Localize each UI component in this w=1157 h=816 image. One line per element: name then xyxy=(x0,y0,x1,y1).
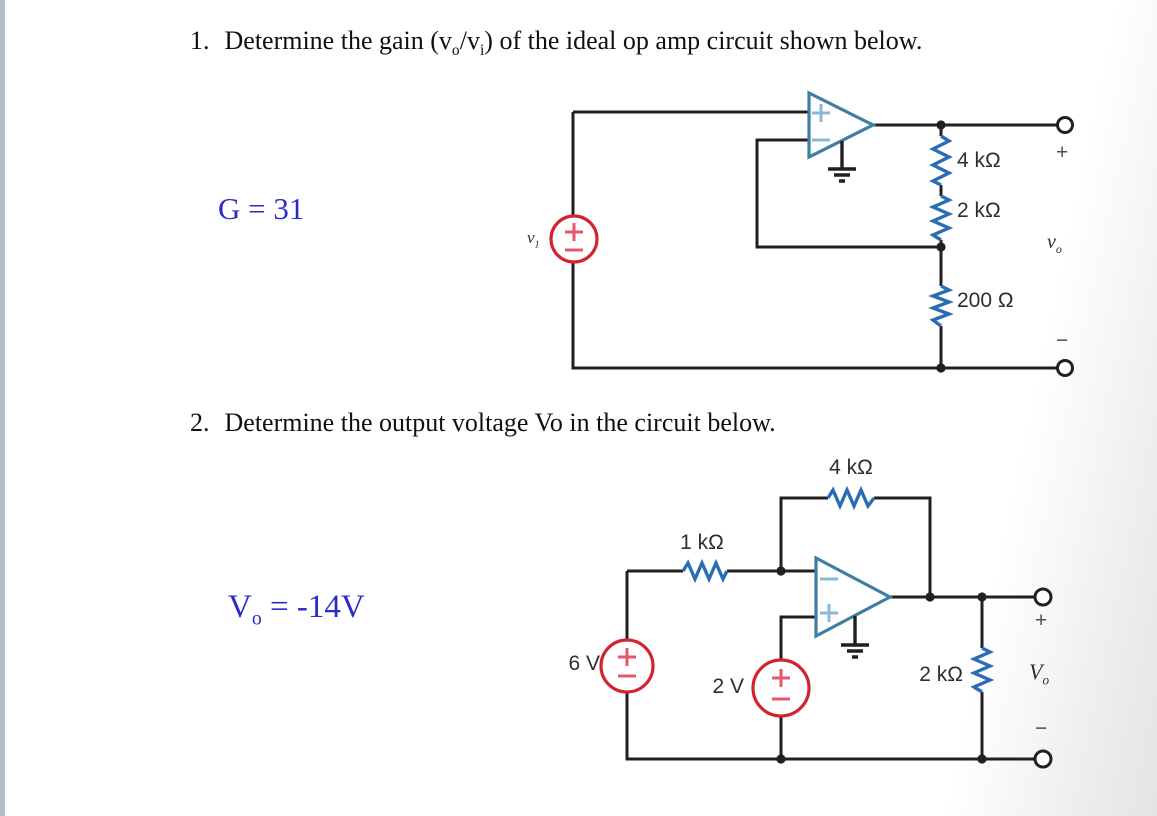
resistor-1k-input xyxy=(681,558,729,584)
node-dot xyxy=(776,566,786,576)
resistor-2k-load xyxy=(969,646,995,694)
source-v1-label: v1 xyxy=(527,228,540,251)
vout-label-1: vo xyxy=(1047,231,1062,256)
node-dot xyxy=(977,754,987,764)
question-1-sub-o: o xyxy=(451,42,460,60)
node-dot xyxy=(977,592,987,602)
circuit-1-wires xyxy=(571,110,1057,370)
question-2: 2. Determine the output voltage Vo in the… xyxy=(190,408,776,438)
resistor-4k-label-2: 4 kΩ xyxy=(829,456,873,479)
ground-2-icon xyxy=(841,616,869,659)
ground-1-icon xyxy=(828,141,856,183)
output-minus-sign-2: − xyxy=(1035,717,1048,740)
output-plus-sign-2: + xyxy=(1035,609,1048,632)
resistor-1k-label: 1 kΩ xyxy=(680,531,724,554)
vout-label-2: Vo xyxy=(1029,659,1050,688)
answer-vo: Vo = -14V xyxy=(228,589,365,630)
resistor-4k-label-1: 4 kΩ xyxy=(957,149,1001,172)
resistor-2k-vertical xyxy=(928,194,954,242)
question-1-sub-i: i xyxy=(479,42,485,60)
output-terminal-top-2 xyxy=(1033,587,1053,607)
output-plus-sign-1: + xyxy=(1056,141,1069,164)
node-dot xyxy=(936,363,946,373)
answer-vo-sub: o xyxy=(251,607,262,630)
resistor-200-vertical xyxy=(928,284,954,328)
question-1-number: 1. xyxy=(190,26,210,55)
source-6v-label: 6 V xyxy=(568,652,600,675)
source-v1-plus-icon xyxy=(565,223,583,241)
node-dot xyxy=(936,242,946,252)
output-terminal-bottom-2 xyxy=(1033,749,1053,769)
circuit-2 xyxy=(599,485,1053,769)
source-2v-plus-icon xyxy=(772,669,790,687)
resistor-4k-vertical xyxy=(929,134,953,187)
source-2v-label: 2 V xyxy=(712,675,744,698)
answer-gain: G = 31 xyxy=(218,191,305,226)
opamp-2-triangle xyxy=(814,555,894,639)
question-1-text: Determine the gain (v xyxy=(224,26,452,55)
source-2v-circle xyxy=(751,658,811,718)
node-dot xyxy=(936,120,946,130)
circuit-1 xyxy=(549,90,1074,377)
opamp-2-plus-icon xyxy=(820,604,838,622)
page-left-edge xyxy=(0,0,5,816)
output-terminal-bottom-1 xyxy=(1056,359,1074,377)
question-2-text: Determine the output voltage Vo in the c… xyxy=(224,408,776,437)
resistor-200-label: 200 Ω xyxy=(957,289,1014,312)
output-terminal-top-1 xyxy=(1056,116,1074,134)
node-dot xyxy=(776,754,786,764)
node-dot xyxy=(925,592,935,602)
opamp-1-plus-icon xyxy=(812,104,830,122)
resistor-2k-label-1: 2 kΩ xyxy=(957,199,1001,222)
question-1: 1.Determine the gain (vo/vi) of the idea… xyxy=(190,26,923,60)
source-6v-plus-icon xyxy=(618,648,636,666)
resistor-4k-feedback xyxy=(826,485,876,511)
output-minus-sign-1: − xyxy=(1056,329,1069,352)
question-2-number: 2. xyxy=(190,408,210,437)
resistor-2k-label-2: 2 kΩ xyxy=(919,663,963,686)
